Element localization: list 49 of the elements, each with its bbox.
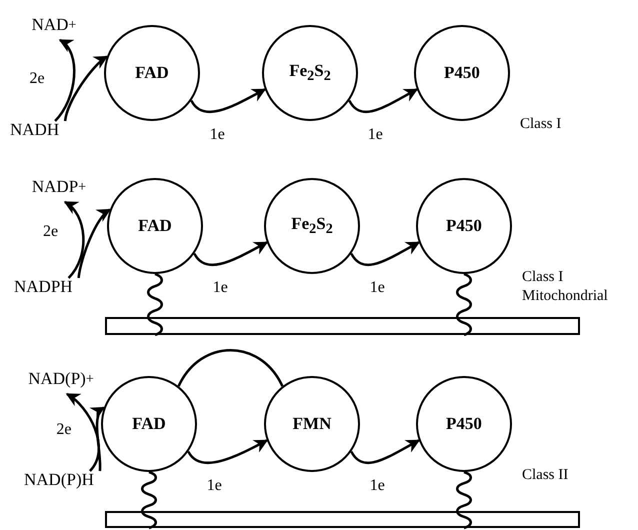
- domain-label: P450: [445, 414, 483, 434]
- cofactor-label: NADPH: [14, 259, 104, 297]
- edge-label: 1e: [370, 278, 385, 297]
- edge-label: 1e: [212, 278, 228, 297]
- class-label: Class II: [522, 466, 570, 485]
- membrane-anchor: [456, 272, 472, 336]
- domain-circle: [262, 25, 358, 121]
- linker-arc: [178, 349, 284, 387]
- membrane-bar: [105, 317, 580, 335]
- curved-arrow: [64, 200, 85, 279]
- edge-label: 2e: [43, 222, 58, 241]
- edge-label: 1e: [368, 126, 383, 144]
- edge-label: 2e: [56, 420, 72, 439]
- class-label: Class I: [520, 115, 562, 134]
- domain-label: Fe$_{2}$S$_{2}$: [288, 60, 332, 86]
- domain-circle: [107, 178, 203, 274]
- curved-arrow: [187, 439, 268, 464]
- membrane-anchor: [147, 272, 163, 336]
- curved-arrow: [190, 88, 266, 114]
- domain-label: P450: [445, 216, 483, 236]
- curved-arrow: [77, 208, 112, 278]
- curved-arrow: [64, 56, 108, 122]
- domain-label: FAD: [137, 216, 173, 236]
- class-label: Class I Mitochondrial: [522, 268, 609, 306]
- curved-arrow: [350, 241, 420, 266]
- curved-arrow: [54, 39, 76, 122]
- domain-label: P450: [443, 63, 481, 83]
- cofactor-label: NADH: [10, 102, 100, 140]
- curved-arrow: [348, 88, 418, 114]
- domain-circle: [104, 25, 200, 121]
- domain-label: FMN: [292, 414, 332, 434]
- edge-label: 1e: [370, 476, 385, 495]
- edge-label: 1e: [206, 476, 222, 495]
- curved-arrow: [193, 241, 268, 266]
- membrane-anchor: [456, 470, 472, 530]
- domain-label: Fe$_{2}$S$_{2}$: [290, 214, 334, 238]
- curved-arrow: [90, 406, 105, 472]
- membrane-bar: [105, 511, 580, 528]
- curved-arrow: [350, 439, 420, 464]
- edge-label: 2e: [30, 70, 45, 88]
- domain-label: FAD: [131, 414, 167, 434]
- curved-arrow: [66, 392, 100, 472]
- domain-circle: [264, 376, 360, 472]
- cofactor-label: NAD(P)H: [24, 452, 108, 490]
- membrane-anchor: [141, 470, 157, 530]
- domain-circle: [264, 178, 360, 274]
- domain-label: FAD: [134, 63, 170, 83]
- edge-label: 1e: [210, 126, 225, 144]
- domain-circle: [101, 376, 197, 472]
